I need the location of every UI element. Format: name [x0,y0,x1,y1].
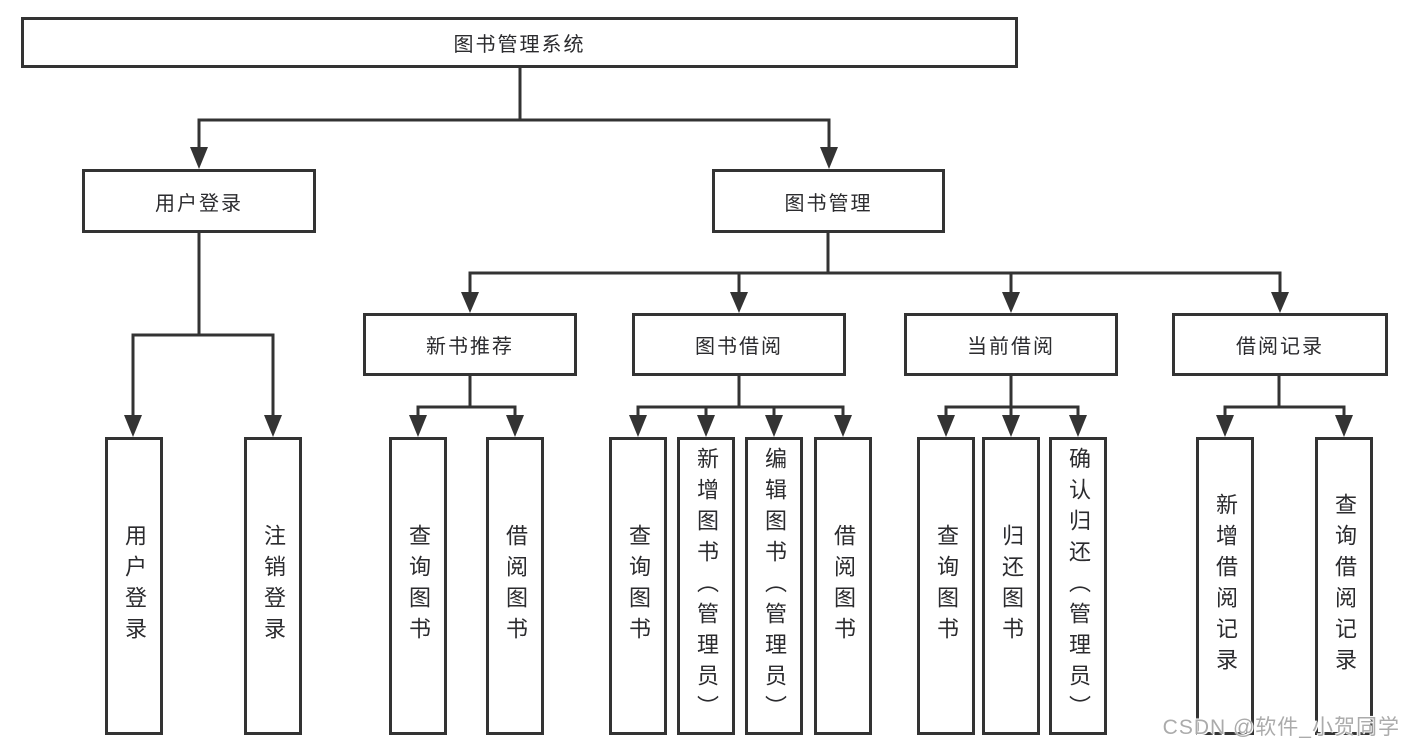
node-book-borrow-label: 图书借阅 [695,336,783,358]
node-current-borrow: 当前借阅 [904,313,1118,376]
leaf-add-book-admin-label: 新增图书（管理员） [694,446,719,726]
leaf-query-borrow-record-label: 查询借阅记录 [1332,493,1357,679]
node-borrow-records: 借阅记录 [1172,313,1388,376]
node-book-management: 图书管理 [712,169,945,233]
node-borrow-records-label: 借阅记录 [1236,336,1324,358]
leaf-query-books-current: 查询图书 [917,437,975,735]
leaf-confirm-return-admin-label: 确认归还（管理员） [1066,446,1091,726]
node-user-login: 用户登录 [82,169,316,233]
leaf-borrow-books: 借阅图书 [814,437,872,735]
leaf-query-books-current-label: 查询图书 [934,524,959,648]
leaf-return-book: 归还图书 [982,437,1040,735]
node-root: 图书管理系统 [21,17,1018,68]
leaf-add-borrow-record-label: 新增借阅记录 [1213,493,1238,679]
leaf-borrow-books-recommend-label: 借阅图书 [503,524,528,648]
leaf-add-book-admin: 新增图书（管理员） [677,437,735,735]
leaf-query-books-borrow-label: 查询图书 [626,524,651,648]
leaf-query-books-recommend: 查询图书 [389,437,447,735]
node-new-book-recommend-label: 新书推荐 [426,336,514,358]
leaf-user-login-label: 用户登录 [122,524,147,648]
node-user-login-label: 用户登录 [155,192,243,215]
csdn-watermark: CSDN @软件_小贺同学 [1162,716,1400,739]
leaf-logout-label: 注销登录 [261,524,286,648]
leaf-return-book-label: 归还图书 [999,524,1024,648]
leaf-query-books-recommend-label: 查询图书 [406,524,431,648]
node-book-management-label: 图书管理 [784,192,873,215]
node-root-label: 图书管理系统 [453,34,586,56]
leaf-query-books-borrow: 查询图书 [609,437,667,735]
leaf-confirm-return-admin: 确认归还（管理员） [1049,437,1107,735]
connector-lines [131,67,1346,417]
leaf-edit-book-admin-label: 编辑图书（管理员） [762,446,787,726]
leaf-query-borrow-record: 查询借阅记录 [1315,437,1373,735]
leaf-borrow-books-label: 借阅图书 [831,524,856,648]
leaf-logout: 注销登录 [244,437,302,735]
leaf-user-login: 用户登录 [105,437,163,735]
node-new-book-recommend: 新书推荐 [363,313,577,376]
leaf-add-borrow-record: 新增借阅记录 [1196,437,1254,735]
node-book-borrow: 图书借阅 [632,313,846,376]
leaf-edit-book-admin: 编辑图书（管理员） [745,437,803,735]
leaf-borrow-books-recommend: 借阅图书 [486,437,544,735]
node-current-borrow-label: 当前借阅 [967,336,1055,358]
arrowheads [124,147,1353,437]
